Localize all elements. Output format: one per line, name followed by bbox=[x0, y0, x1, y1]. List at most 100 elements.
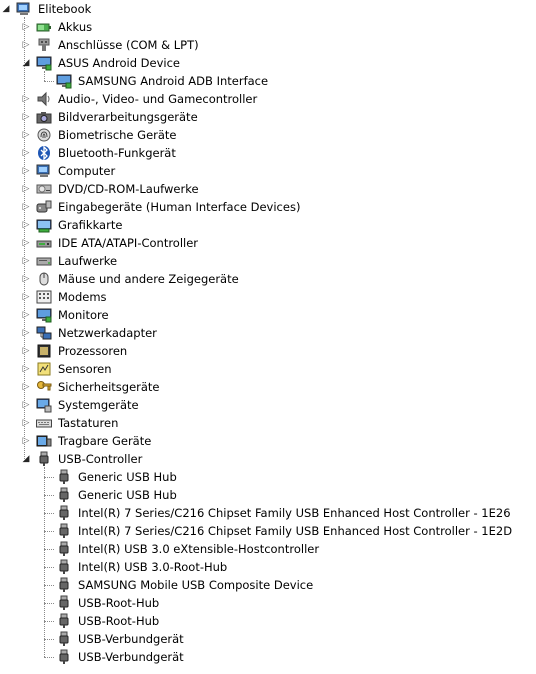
expand-arrow-icon[interactable]: ▷ bbox=[22, 382, 30, 392]
usb-icon bbox=[59, 469, 69, 484]
expand-arrow-icon[interactable]: ▷ bbox=[22, 310, 30, 320]
tree-device-item[interactable]: USB-Root-Hub bbox=[0, 594, 520, 612]
tree-item-label: Mäuse und andere Zeigegeräte bbox=[58, 272, 239, 286]
expand-arrow-icon[interactable]: ▷ bbox=[22, 202, 30, 212]
tree-category-item[interactable]: ▷ DVD/CD-ROM-Laufwerke bbox=[0, 180, 520, 198]
speaker-icon bbox=[37, 91, 50, 107]
tree-item-label: Modems bbox=[58, 290, 107, 304]
tree-category-item[interactable]: ▷IDE ATA/ATAPI-Controller bbox=[0, 234, 520, 252]
collapse-arrow-icon[interactable]: ◢ bbox=[22, 58, 30, 68]
expand-arrow-icon[interactable]: ▷ bbox=[22, 94, 30, 104]
usb-icon bbox=[59, 523, 69, 538]
tree-root-computer[interactable]: ◢Elitebook bbox=[0, 0, 520, 18]
tree-category-item[interactable]: ▷ Akkus bbox=[0, 18, 520, 36]
network-icon bbox=[36, 326, 52, 340]
collapse-arrow-icon[interactable]: ◢ bbox=[22, 454, 30, 464]
tree-item-label: USB-Verbundgerät bbox=[78, 650, 184, 664]
tree-category-item[interactable]: ▷ Modems bbox=[0, 288, 520, 306]
tree-connector-line bbox=[44, 477, 54, 478]
tree-category-item[interactable]: ▷Grafikkarte bbox=[0, 216, 520, 234]
tree-item-label: Eingabegeräte (Human Interface Devices) bbox=[58, 200, 301, 214]
expand-arrow-icon[interactable]: ▷ bbox=[22, 292, 30, 302]
tree-device-item[interactable]: USB-Root-Hub bbox=[0, 612, 520, 630]
tree-category-item[interactable]: ◢ ASUS Android Device bbox=[0, 54, 520, 72]
tree-category-item[interactable]: ▷Sensoren bbox=[0, 360, 520, 378]
expand-arrow-icon[interactable]: ▷ bbox=[22, 256, 30, 266]
usb-icon bbox=[59, 595, 69, 610]
disc-drive-icon bbox=[36, 184, 52, 194]
tree-connector-line bbox=[44, 81, 54, 82]
tree-device-item[interactable]: Intel(R) 7 Series/C216 Chipset Family US… bbox=[0, 522, 520, 540]
expand-arrow-icon[interactable]: ▷ bbox=[22, 346, 30, 356]
expand-arrow-icon[interactable]: ▷ bbox=[22, 274, 30, 284]
collapse-arrow-icon[interactable]: ◢ bbox=[2, 4, 10, 14]
tree-category-item[interactable]: ▷Bluetooth-Funkgerät bbox=[0, 144, 520, 162]
tree-category-item[interactable]: ▷Anschlüsse (COM & LPT) bbox=[0, 36, 520, 54]
expand-arrow-icon[interactable]: ▷ bbox=[22, 364, 30, 374]
tree-item-label: Monitore bbox=[58, 308, 109, 322]
tree-item-label: Computer bbox=[58, 164, 116, 178]
tree-item-label: Systemgeräte bbox=[58, 398, 139, 412]
tree-item-label: Generic USB Hub bbox=[78, 470, 177, 484]
tree-device-item[interactable]: USB-Verbundgerät bbox=[0, 648, 520, 666]
tree-category-item[interactable]: ▷Tragbare Geräte bbox=[0, 432, 520, 450]
processor-icon bbox=[37, 344, 51, 358]
tree-connector-line bbox=[44, 513, 54, 514]
expand-arrow-icon[interactable]: ▷ bbox=[22, 436, 30, 446]
tree-item-label: ASUS Android Device bbox=[58, 56, 180, 70]
computer-icon bbox=[16, 2, 30, 15]
tree-device-item[interactable]: Generic USB Hub bbox=[0, 468, 520, 486]
tree-device-item[interactable]: Intel(R) USB 3.0-Root-Hub bbox=[0, 558, 520, 576]
bluetooth-icon bbox=[38, 145, 50, 161]
mouse-icon bbox=[39, 272, 49, 286]
tree-category-item[interactable]: ▷Biometrische Geräte bbox=[0, 126, 520, 144]
expand-arrow-icon[interactable]: ▷ bbox=[22, 238, 30, 248]
computer-icon bbox=[36, 164, 50, 177]
tree-device-item[interactable]: Intel(R) 7 Series/C216 Chipset Family US… bbox=[0, 504, 520, 522]
tree-category-item[interactable]: ▷ Computer bbox=[0, 162, 520, 180]
usb-icon bbox=[59, 613, 69, 628]
tree-category-item[interactable]: ▷Netzwerkadapter bbox=[0, 324, 520, 342]
usb-icon bbox=[59, 577, 69, 592]
expand-arrow-icon[interactable]: ▷ bbox=[22, 148, 30, 158]
tree-item-label: Audio-, Video- und Gamecontroller bbox=[58, 92, 258, 106]
tree-connector-line bbox=[44, 621, 54, 622]
tree-device-item[interactable]: SAMSUNG Android ADB Interface bbox=[0, 72, 520, 90]
tree-category-item[interactable]: ▷Tastaturen bbox=[0, 414, 520, 432]
expand-arrow-icon[interactable]: ▷ bbox=[22, 130, 30, 140]
tree-item-label: USB-Verbundgerät bbox=[78, 632, 184, 646]
tree-category-item[interactable]: ▷Laufwerke bbox=[0, 252, 520, 270]
tree-device-item[interactable]: USB-Verbundgerät bbox=[0, 630, 520, 648]
tree-category-item[interactable]: ▷ Mäuse und andere Zeigegeräte bbox=[0, 270, 520, 288]
expand-arrow-icon[interactable]: ▷ bbox=[22, 184, 30, 194]
expand-arrow-icon[interactable]: ▷ bbox=[22, 22, 30, 32]
tree-item-label: SAMSUNG Mobile USB Composite Device bbox=[78, 578, 314, 592]
usb-icon bbox=[59, 631, 69, 646]
tree-item-label: DVD/CD-ROM-Laufwerke bbox=[58, 182, 199, 196]
expand-arrow-icon[interactable]: ▷ bbox=[22, 166, 30, 176]
tree-category-item[interactable]: ▷Sicherheitsgeräte bbox=[0, 378, 520, 396]
tree-category-item[interactable]: ◢USB-Controller bbox=[0, 450, 520, 468]
tree-device-item[interactable]: Intel(R) USB 3.0 eXtensible-Hostcontroll… bbox=[0, 540, 520, 558]
expand-arrow-icon[interactable]: ▷ bbox=[22, 328, 30, 338]
tree-device-item[interactable]: Generic USB Hub bbox=[0, 486, 520, 504]
tree-category-item[interactable]: ▷ Eingabegeräte (Human Interface Devices) bbox=[0, 198, 520, 216]
expand-arrow-icon[interactable]: ▷ bbox=[22, 418, 30, 428]
tree-category-item[interactable]: ▷ Monitore bbox=[0, 306, 520, 324]
tree-category-item[interactable]: ▷ Systemgeräte bbox=[0, 396, 520, 414]
tree-item-label: Intel(R) 7 Series/C216 Chipset Family US… bbox=[78, 506, 511, 520]
expand-arrow-icon[interactable]: ▷ bbox=[22, 220, 30, 230]
tree-item-label: Akkus bbox=[58, 20, 93, 34]
expand-arrow-icon[interactable]: ▷ bbox=[22, 400, 30, 410]
tree-category-item[interactable]: ▷ Audio-, Video- und Gamecontroller bbox=[0, 90, 520, 108]
tree-item-label: Prozessoren bbox=[58, 344, 128, 358]
tree-item-label: USB-Root-Hub bbox=[78, 596, 160, 610]
tree-device-item[interactable]: SAMSUNG Mobile USB Composite Device bbox=[0, 576, 520, 594]
tree-category-item[interactable]: ▷Bildverarbeitungsgeräte bbox=[0, 108, 520, 126]
fingerprint-icon bbox=[37, 128, 51, 142]
expand-arrow-icon[interactable]: ▷ bbox=[22, 40, 30, 50]
expand-arrow-icon[interactable]: ▷ bbox=[22, 112, 30, 122]
tree-category-item[interactable]: ▷ Prozessoren bbox=[0, 342, 520, 360]
tree-item-label: Generic USB Hub bbox=[78, 488, 177, 502]
